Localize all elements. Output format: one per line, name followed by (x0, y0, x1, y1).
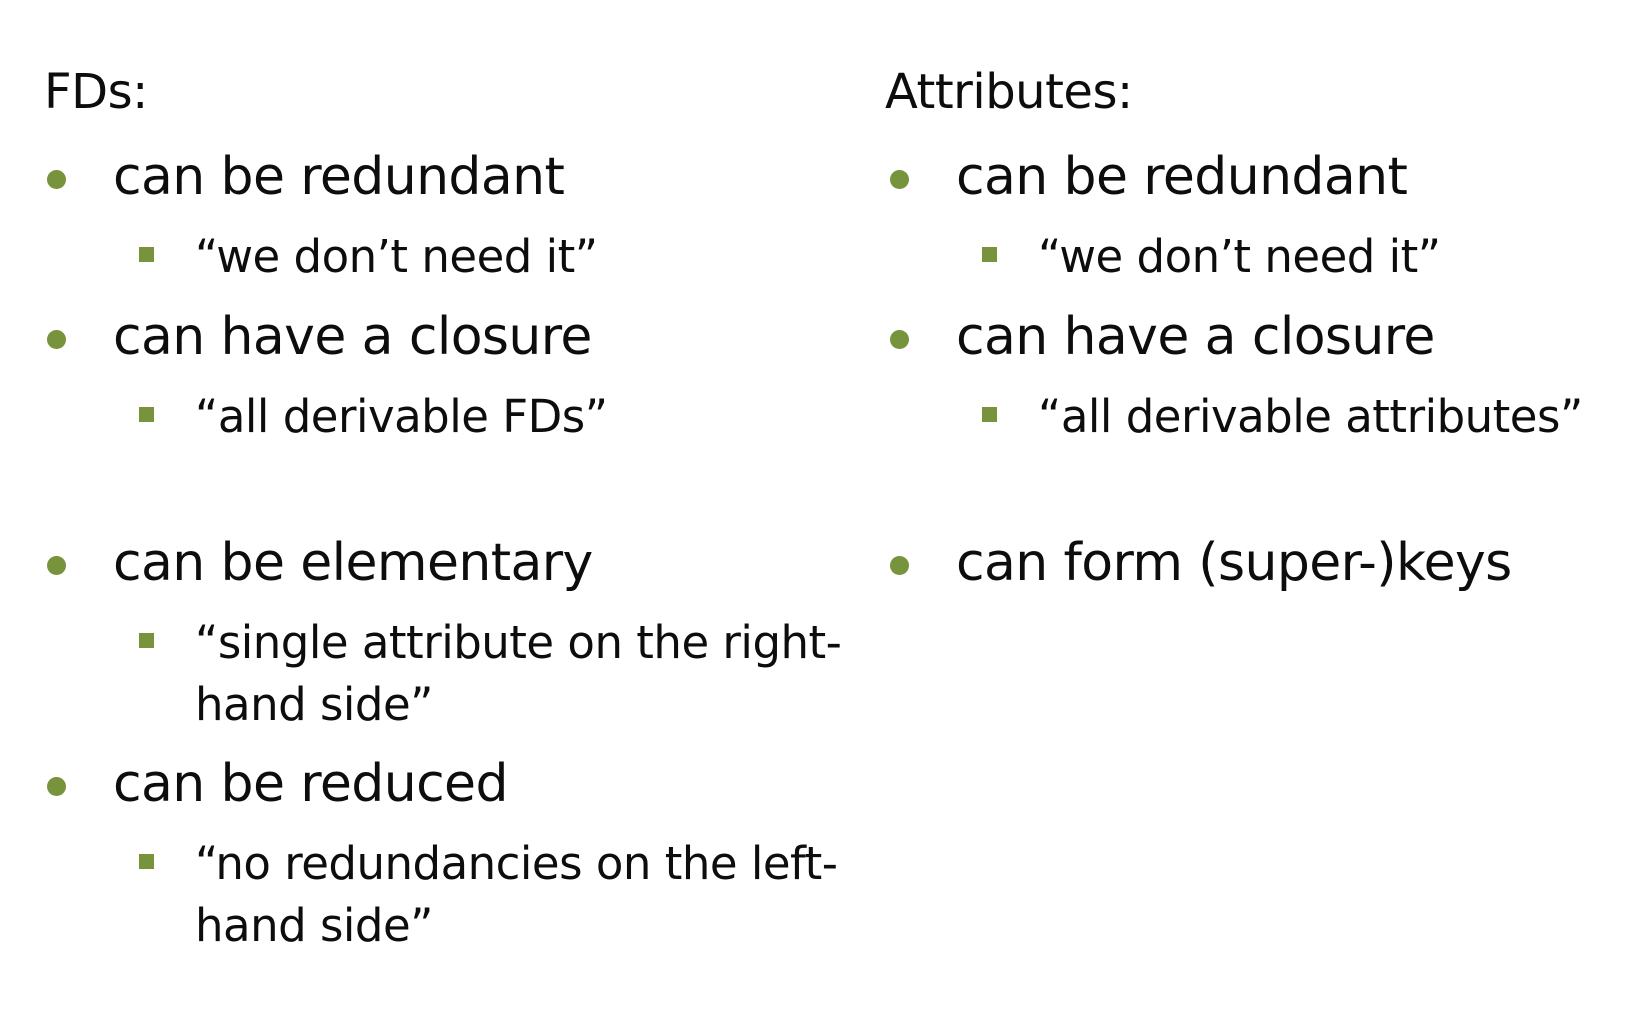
bullet-square-icon (139, 247, 154, 262)
attributes-item-keys: can form (super-)keys (890, 533, 1512, 593)
attributes-subitem-closure: “all derivable attributes” (982, 386, 1583, 448)
fds-item-label: can have a closure (113, 307, 592, 367)
attributes-item-label: can form (super-)keys (956, 533, 1512, 593)
attributes-item-label: can have a closure (956, 307, 1435, 367)
bullet-dot-icon (890, 330, 909, 349)
fds-subitem-text-line2: hand side” (195, 678, 434, 731)
attributes-subitem-redundant: “we don’t need it” (982, 226, 1441, 288)
fds-item-label: can be reduced (113, 754, 508, 814)
attributes-item-label: can be redundant (956, 147, 1408, 207)
bullet-dot-icon (47, 777, 66, 796)
fds-subitem-closure: “all derivable FDs” (139, 386, 608, 448)
fds-subitem-text-line1: “no redundancies on the left- (195, 837, 838, 890)
attributes-subitem-text: “all derivable attributes” (1038, 390, 1583, 443)
attributes-subitem-text: “we don’t need it” (1038, 230, 1441, 283)
fds-subitem-text-line1: “single attribute on the right- (195, 616, 842, 669)
fds-subitem-text-line2: hand side” (195, 899, 434, 952)
bullet-dot-icon (890, 170, 909, 189)
fds-heading: FDs: (44, 64, 148, 120)
fds-item-redundant: can be redundant (47, 147, 565, 207)
bullet-square-icon (139, 633, 154, 648)
bullet-square-icon (139, 854, 154, 869)
bullet-dot-icon (47, 170, 66, 189)
fds-subitem-text: “we don’t need it” (195, 230, 598, 283)
bullet-dot-icon (47, 330, 66, 349)
bullet-dot-icon (890, 556, 909, 575)
bullet-dot-icon (47, 556, 66, 575)
fds-subitem-text: “all derivable FDs” (195, 390, 608, 443)
fds-subitem-reduced: “no redundancies on the left- hand side” (139, 833, 838, 957)
fds-item-label: can be redundant (113, 147, 565, 207)
fds-item-reduced: can be reduced (47, 754, 508, 814)
fds-subitem-redundant: “we don’t need it” (139, 226, 598, 288)
fds-item-elementary: can be elementary (47, 533, 593, 593)
bullet-square-icon (982, 247, 997, 262)
attributes-heading: Attributes: (885, 64, 1133, 120)
fds-item-label: can be elementary (113, 533, 593, 593)
bullet-square-icon (982, 407, 997, 422)
bullet-square-icon (139, 407, 154, 422)
fds-item-closure: can have a closure (47, 307, 592, 367)
fds-subitem-elementary: “single attribute on the right- hand sid… (139, 612, 842, 736)
attributes-item-closure: can have a closure (890, 307, 1435, 367)
attributes-item-redundant: can be redundant (890, 147, 1408, 207)
